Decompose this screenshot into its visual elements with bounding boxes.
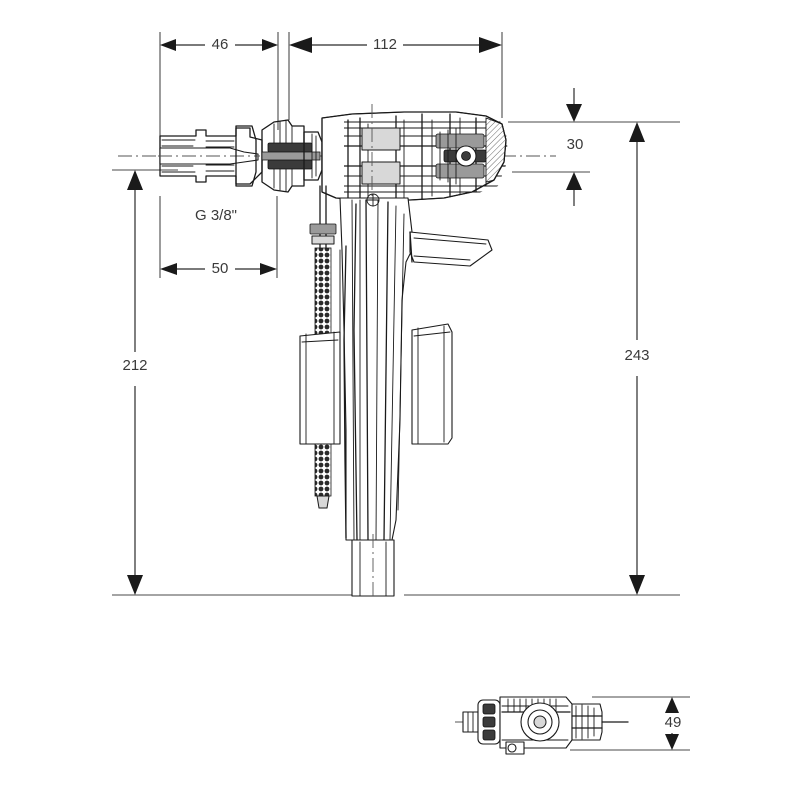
annotation-thread-size: G 3/8" xyxy=(195,207,237,224)
diaphragm-chamber xyxy=(361,127,401,151)
dimension-112: 112 xyxy=(288,32,503,120)
arrow-left-50 xyxy=(160,263,177,275)
label-backdrop-49 xyxy=(657,713,689,733)
detail-boss-inner xyxy=(533,715,547,729)
float-cylinder-left-outline xyxy=(299,331,341,445)
valve-shaft-sleeve xyxy=(261,151,321,161)
detail-knurled-collar xyxy=(477,699,501,745)
refill-tube-left xyxy=(353,203,358,541)
refill-tube-right xyxy=(343,245,347,539)
arrow-left-46 xyxy=(160,39,176,51)
detail-side-view: 49 xyxy=(455,696,690,755)
label-backdrop-243 xyxy=(617,344,659,366)
dimension-46: 46 xyxy=(159,32,279,150)
detail-right-cartridge xyxy=(571,703,629,741)
lower-shell xyxy=(339,197,413,541)
arrow-right-50 xyxy=(260,263,277,275)
float-cylinder-outline xyxy=(411,323,453,445)
label-backdrop-30 xyxy=(559,136,591,154)
dimension-label-243: 243 xyxy=(624,347,649,364)
float-cylinder xyxy=(411,323,453,445)
thread-callout-label: G 3/8" xyxy=(195,207,237,224)
dimension-label-112: 112 xyxy=(373,36,397,53)
diaphragm-chamber-lower xyxy=(361,161,401,185)
arrow-up-212 xyxy=(127,170,143,190)
section-marker xyxy=(366,193,380,207)
outlet-spout-bracket xyxy=(409,231,493,267)
dimension-30: 30 xyxy=(508,88,616,206)
dimension-243: 243 xyxy=(404,121,680,596)
arrow-down-212 xyxy=(127,575,143,595)
dimension-50: 50 xyxy=(159,196,278,278)
float-cylinder-left xyxy=(299,331,341,445)
detail-foot-hole xyxy=(507,743,517,753)
arrow-up-30 xyxy=(566,172,582,190)
arrow-right-112 xyxy=(479,37,502,53)
valve-body xyxy=(321,104,508,212)
inlet-thread-nipple xyxy=(158,125,263,187)
dimension-label-212: 212 xyxy=(122,357,147,374)
inlet-wrench-flats xyxy=(235,125,257,187)
dimension-label-46: 46 xyxy=(212,36,229,53)
main-sectional-view xyxy=(118,104,556,600)
arrow-up-243 xyxy=(629,122,645,142)
seal-lower xyxy=(267,159,313,170)
spout-bracket-outline xyxy=(409,231,493,267)
dimension-49: 49 xyxy=(570,696,690,751)
coupling-nut xyxy=(261,119,305,193)
dimension-212: 212 xyxy=(112,169,352,596)
arrow-right-46 xyxy=(262,39,278,51)
seal-upper xyxy=(267,142,313,153)
detail-main-body xyxy=(499,696,573,755)
arrow-down-49 xyxy=(665,734,679,750)
thread-crests-bottom xyxy=(161,164,235,173)
label-backdrop-212 xyxy=(117,354,155,376)
coupling-assembly xyxy=(261,119,323,193)
dimension-label-50: 50 xyxy=(212,260,229,277)
cartridge-mechanism xyxy=(435,127,493,185)
thread-crests-top xyxy=(161,139,235,148)
label-backdrop-50 xyxy=(205,260,235,278)
arrow-down-30 xyxy=(566,104,582,122)
label-backdrop-46 xyxy=(205,36,235,54)
rod-collar-upper xyxy=(309,223,337,235)
label-backdrop-112 xyxy=(367,36,403,54)
dimension-label-30: 30 xyxy=(567,136,584,153)
detail-inlet-spigot xyxy=(462,711,479,733)
dimension-label-49: 49 xyxy=(665,714,682,731)
arrow-left-112 xyxy=(289,37,312,53)
spring-end-cap xyxy=(316,495,330,509)
arrow-up-49 xyxy=(665,697,679,713)
rod-collar-lower xyxy=(311,235,335,245)
arrow-down-243 xyxy=(629,575,645,595)
lower-tube-stub xyxy=(351,534,395,600)
